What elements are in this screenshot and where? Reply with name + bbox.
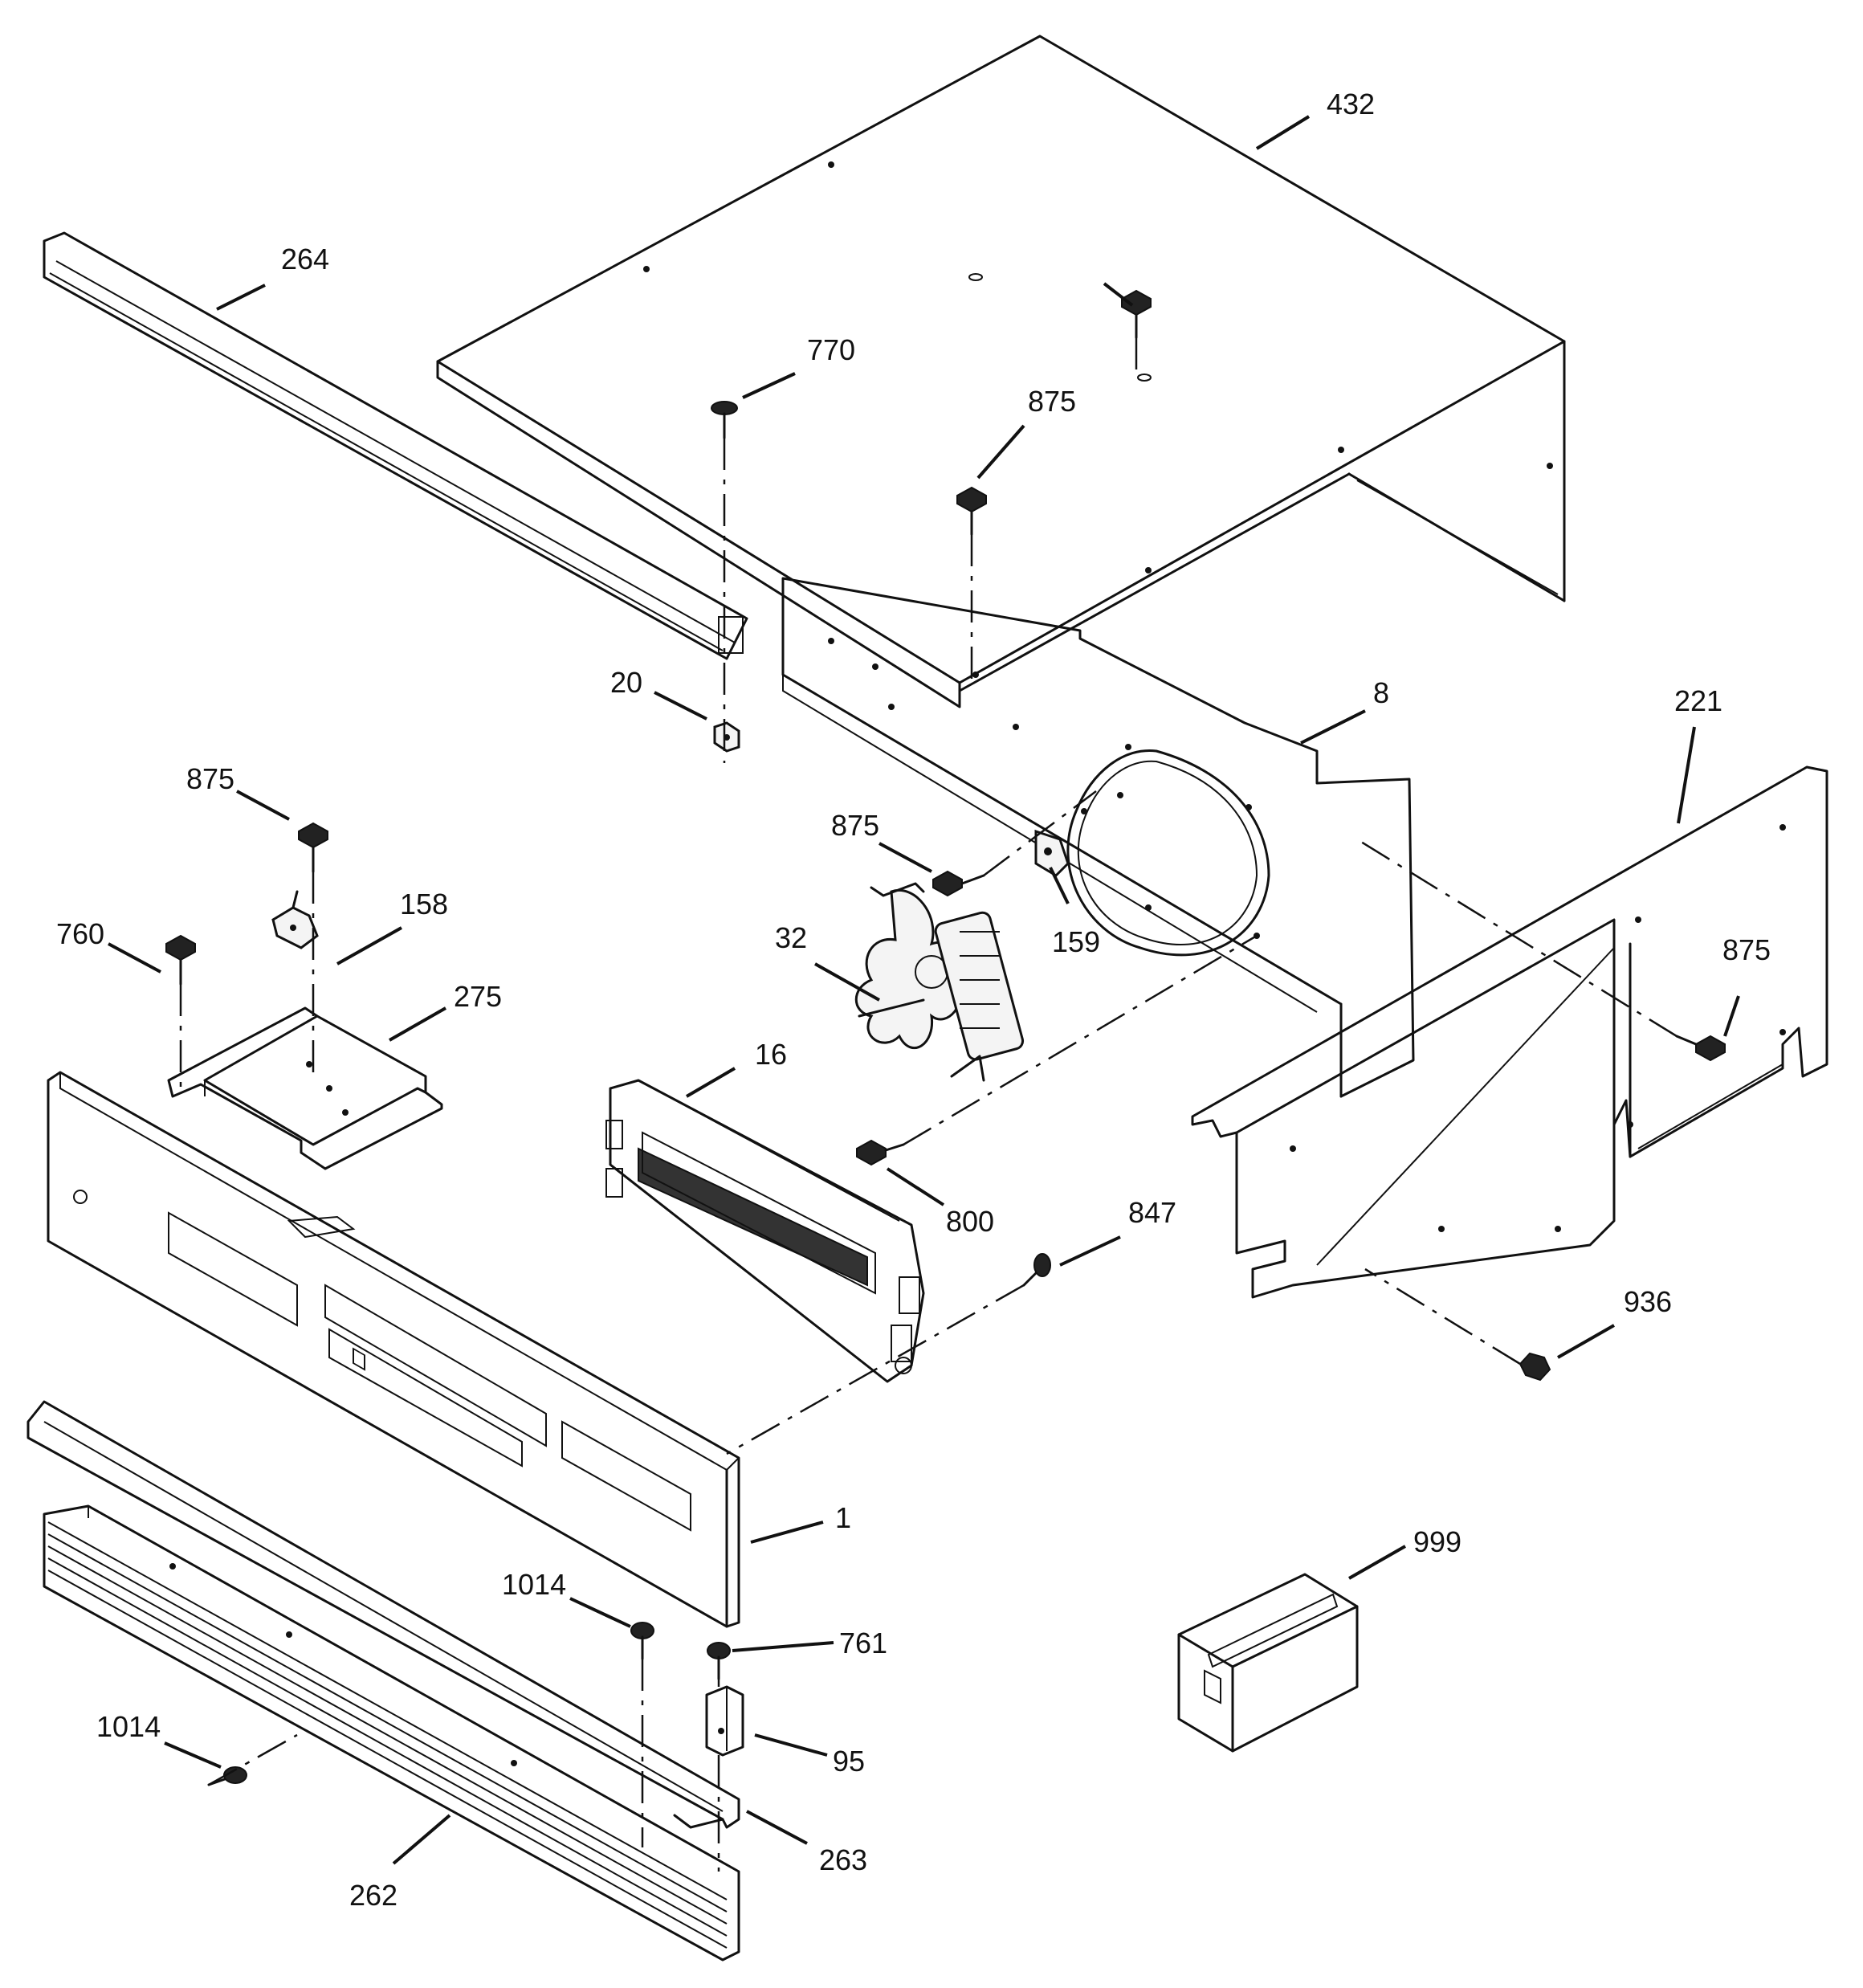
part-262-vent-grille bbox=[43, 1504, 740, 1961]
nut-936 bbox=[1519, 1352, 1551, 1382]
callout-275: 275 bbox=[454, 980, 502, 1013]
part-32-fan-motor bbox=[854, 882, 1025, 1082]
callout-264: 264 bbox=[281, 243, 329, 276]
part-221-side-panel bbox=[1191, 765, 1828, 1299]
part-159-bracket bbox=[1034, 829, 1070, 877]
part-264-trim-rail bbox=[43, 231, 748, 660]
callout-263: 263 bbox=[819, 1843, 867, 1876]
callout-936: 936 bbox=[1624, 1285, 1672, 1318]
callout-95: 95 bbox=[833, 1745, 865, 1778]
screw-761 bbox=[707, 1642, 731, 1680]
callout-875-right: 875 bbox=[1722, 933, 1771, 966]
part-95-bracket bbox=[705, 1685, 744, 1757]
callout-leaders bbox=[108, 115, 1740, 1865]
part-999-box bbox=[1177, 1573, 1359, 1753]
callout-20: 20 bbox=[610, 666, 642, 699]
callout-1014-b: 1014 bbox=[96, 1710, 161, 1743]
callout-875-left: 875 bbox=[186, 762, 234, 795]
part-263-lower-trim bbox=[26, 1400, 740, 1829]
screw-875-right bbox=[1675, 1035, 1726, 1062]
assembly-lines bbox=[179, 337, 1678, 1872]
part-1-control-panel bbox=[47, 1071, 740, 1628]
callout-159: 159 bbox=[1052, 925, 1100, 958]
callout-262: 262 bbox=[349, 1879, 397, 1912]
callout-760: 760 bbox=[56, 917, 104, 950]
screw-1014-a bbox=[630, 1622, 654, 1660]
part-432-top-cover bbox=[436, 35, 1566, 708]
callout-432: 432 bbox=[1327, 88, 1375, 120]
screw-800 bbox=[856, 1139, 905, 1166]
part-8-fan-shroud bbox=[781, 577, 1415, 1098]
callout-16: 16 bbox=[755, 1038, 787, 1071]
screw-875-top-mid bbox=[956, 486, 987, 536]
screw-760 bbox=[165, 934, 196, 986]
screw-847 bbox=[1022, 1253, 1051, 1287]
callout-875-top: 875 bbox=[1028, 385, 1076, 418]
screw-770 bbox=[711, 401, 738, 439]
callout-800: 800 bbox=[946, 1205, 994, 1238]
callout-875-mid: 875 bbox=[831, 809, 879, 842]
callout-999: 999 bbox=[1413, 1525, 1461, 1558]
callout-770: 770 bbox=[807, 333, 855, 366]
part-158-bracket bbox=[271, 890, 319, 949]
callout-labels: 432 264 770 875 20 8 221 875 875 158 760… bbox=[56, 88, 1771, 1912]
screw-875-left bbox=[298, 822, 328, 873]
callout-32: 32 bbox=[775, 921, 807, 954]
callout-1: 1 bbox=[835, 1501, 851, 1534]
part-20-clip bbox=[713, 721, 740, 753]
screw-875-top bbox=[1121, 289, 1152, 339]
callout-158: 158 bbox=[400, 888, 448, 921]
callout-8: 8 bbox=[1373, 676, 1389, 709]
screw-875-mid bbox=[932, 870, 985, 897]
part-16-control-board bbox=[605, 1079, 925, 1383]
callout-761: 761 bbox=[839, 1627, 887, 1659]
callout-847: 847 bbox=[1128, 1196, 1176, 1229]
callout-1014-a: 1014 bbox=[502, 1568, 566, 1601]
part-275-bracket-plate bbox=[167, 1006, 443, 1170]
callout-221: 221 bbox=[1674, 684, 1722, 717]
